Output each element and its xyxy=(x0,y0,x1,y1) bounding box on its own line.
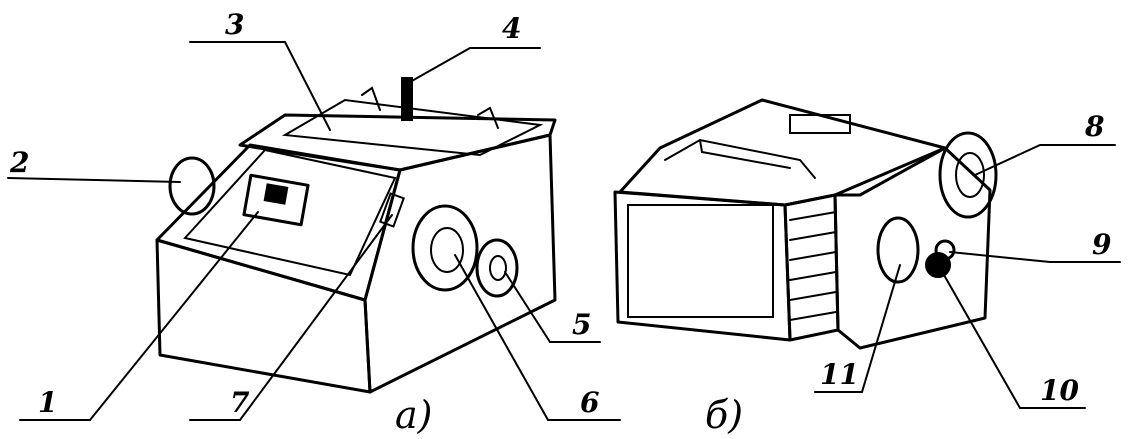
label-3: 3 xyxy=(225,8,244,41)
device-a-lid xyxy=(238,113,557,172)
leader-5 xyxy=(504,271,601,343)
device-a-top-recess xyxy=(281,98,544,157)
device-a-switch xyxy=(242,173,310,227)
label-7: 7 xyxy=(230,386,250,419)
device-b-top xyxy=(618,98,947,207)
leader-10 xyxy=(939,267,1086,409)
device-a-window xyxy=(183,148,397,277)
wheel-8 xyxy=(938,131,998,219)
leader-7 xyxy=(189,214,393,421)
leader-2 xyxy=(7,177,181,183)
label-2: 2 xyxy=(9,146,29,179)
leader-lines xyxy=(7,41,1121,421)
leader-3 xyxy=(189,41,331,131)
knob-2 xyxy=(168,156,216,216)
label-8: 8 xyxy=(1084,110,1104,143)
device-a-post xyxy=(401,77,413,121)
button-9 xyxy=(934,239,956,261)
device-b-handle xyxy=(664,138,816,179)
label-1: 1 xyxy=(38,386,57,419)
device-a-side-face xyxy=(363,133,557,394)
label-6: 6 xyxy=(580,386,599,419)
label-11: 11 xyxy=(820,358,859,391)
caption-a: a) xyxy=(395,393,432,437)
label-9: 9 xyxy=(1092,228,1111,261)
wheel-6 xyxy=(411,204,479,292)
leader-9 xyxy=(949,251,1121,263)
device-a-clips xyxy=(361,86,499,129)
leader-8 xyxy=(974,144,1116,176)
device-a-slot xyxy=(379,192,405,228)
callout-labels: 1 2 3 4 5 6 7 8 9 10 11 xyxy=(9,8,1111,419)
device-b-ribs xyxy=(789,211,837,321)
device-a xyxy=(155,77,557,394)
label-4: 4 xyxy=(502,12,521,45)
device-b-top-slot xyxy=(789,114,851,134)
wheel-8-inner xyxy=(955,152,985,198)
device-a-switch-knob xyxy=(263,183,289,205)
wheel-5-inner xyxy=(489,255,507,281)
leader-6 xyxy=(454,254,621,421)
device-b-body xyxy=(833,146,992,350)
device-b xyxy=(613,98,998,350)
device-a-front-face xyxy=(155,238,372,394)
device-a-top-panel xyxy=(155,143,402,302)
label-5: 5 xyxy=(572,308,591,341)
wheel-5 xyxy=(475,238,519,298)
caption-b: б) xyxy=(705,393,743,437)
leader-1 xyxy=(19,211,259,421)
wheel-6-inner xyxy=(430,227,464,273)
leader-4 xyxy=(409,47,541,83)
label-10: 10 xyxy=(1040,374,1079,407)
device-b-screen xyxy=(627,204,774,318)
wheel-11 xyxy=(876,216,920,284)
leader-11 xyxy=(814,264,901,393)
